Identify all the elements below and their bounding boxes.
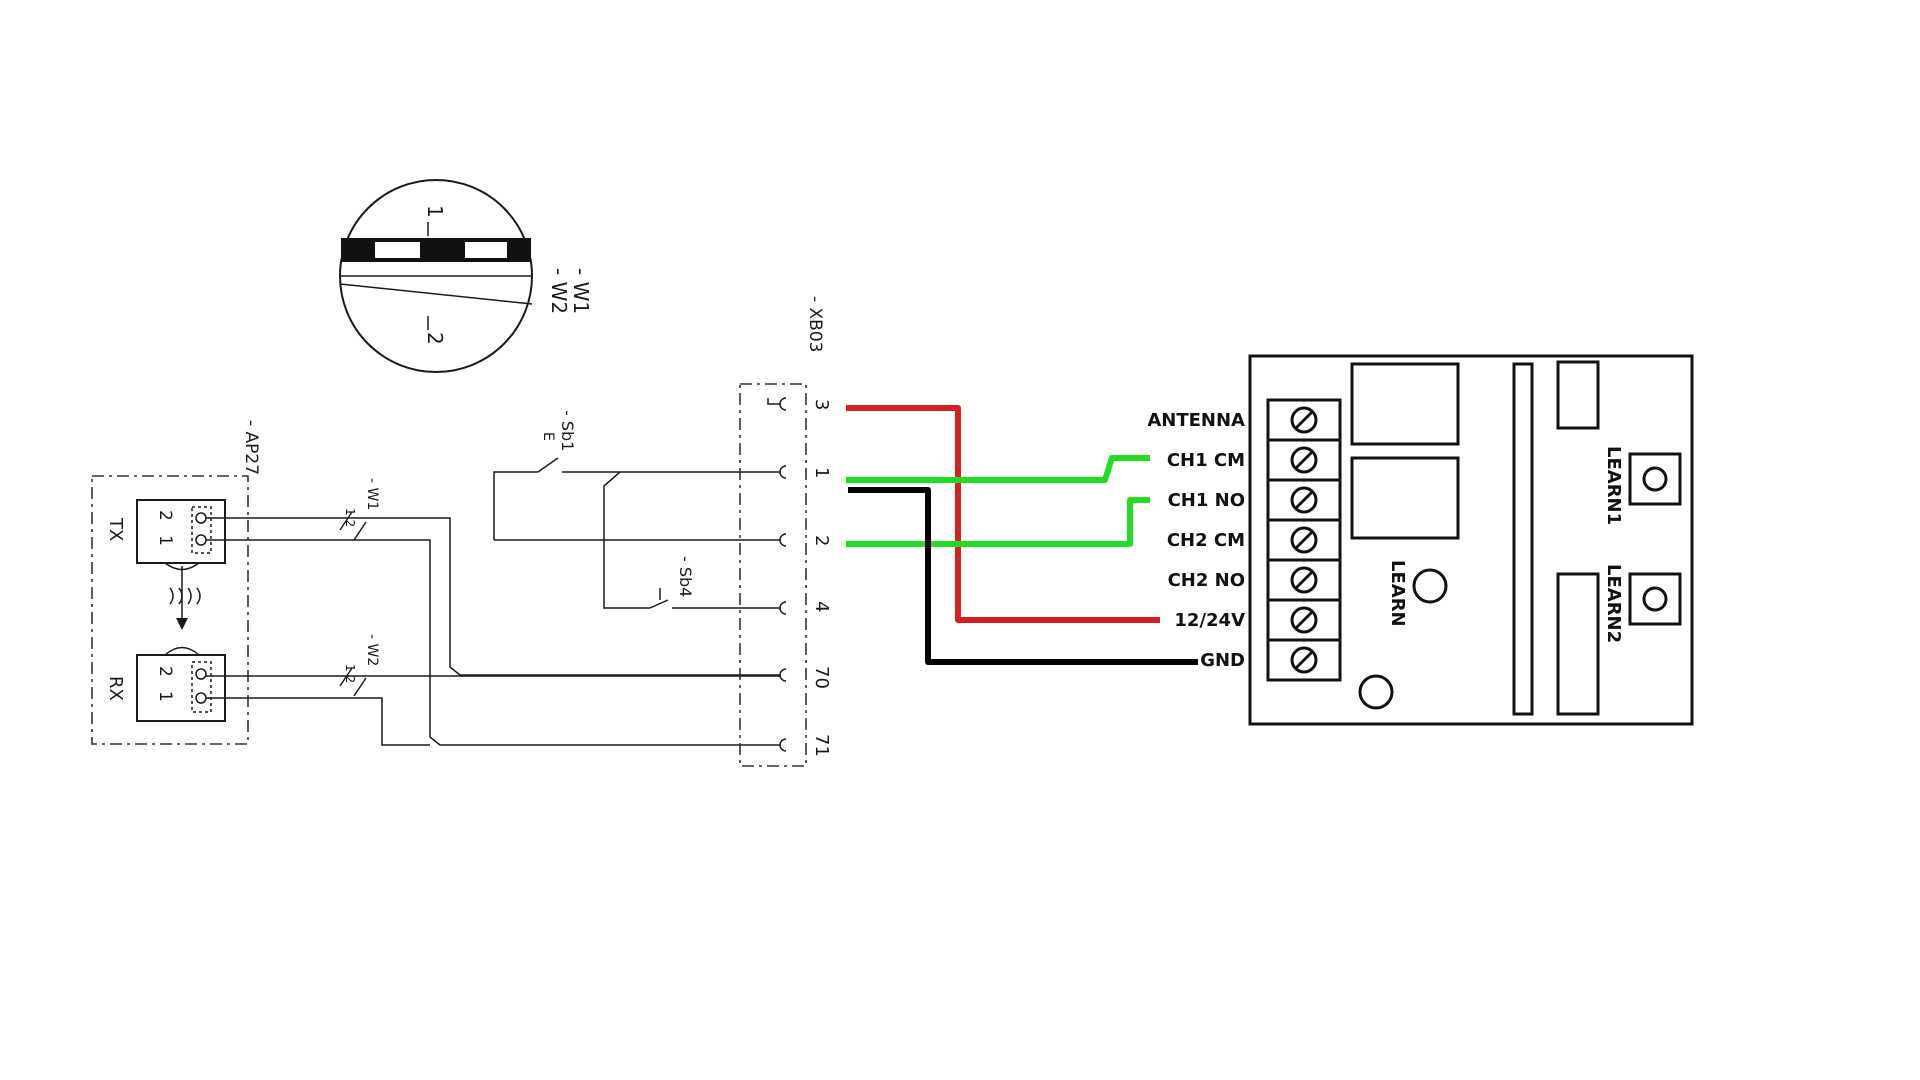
w1-cable-marker: - W1 1 2 xyxy=(339,478,380,541)
terminal-label-ch2-cm: CH2 CM xyxy=(1167,530,1245,551)
screw-terminal-icon xyxy=(1290,406,1318,434)
learn2-label: LEARN2 xyxy=(1603,564,1624,643)
terminal-label-gnd: GND xyxy=(1200,650,1245,671)
xb03-enclosure xyxy=(739,383,807,767)
learn2-button-housing xyxy=(1628,572,1682,626)
tx-label: TX xyxy=(105,517,126,541)
ap27-photocell-group: - AP27 2 1 TX 2 xyxy=(91,420,380,745)
conductor-2-label: 2 xyxy=(423,332,447,345)
field-wires xyxy=(846,405,1198,665)
screw-terminal-icon xyxy=(1290,446,1318,474)
learn-label: LEARN xyxy=(1387,560,1408,627)
screw-terminal-icon xyxy=(1290,606,1318,634)
xb03-terminal-70: 70 xyxy=(779,666,832,689)
learn1-button[interactable] xyxy=(1642,466,1668,492)
rx-label: RX xyxy=(105,676,126,701)
wire-rx1 xyxy=(206,697,430,746)
xb03-terminal-block: - XB03 3 1 2 4 70 71 xyxy=(739,296,832,767)
terminal-label-ch1-no: CH1 NO xyxy=(1168,490,1245,511)
sb1-contact xyxy=(537,457,559,473)
xb03-terminal-71-label: 71 xyxy=(811,734,832,757)
w2-wire-numbers: 1 2 xyxy=(343,664,357,683)
xb03-terminal-1-label: 1 xyxy=(811,467,832,478)
learn2-button[interactable] xyxy=(1642,586,1668,612)
schematic-wiring: - Sb1 E - Sb4 xyxy=(206,398,780,746)
screw-terminal-icon xyxy=(1290,566,1318,594)
rx-pin-2-label: 2 xyxy=(155,666,175,677)
tx-terminal-2 xyxy=(195,512,207,524)
relay-2 xyxy=(1350,456,1460,540)
relay-1 xyxy=(1350,362,1460,446)
tx-pin-1-label: 1 xyxy=(155,535,175,546)
learn1-label: LEARN1 xyxy=(1603,446,1624,525)
capacitor-component xyxy=(1556,572,1600,716)
rx-terminal-2 xyxy=(195,668,207,680)
tx-terminal-1 xyxy=(195,534,207,546)
led-indicator xyxy=(1358,674,1394,710)
sb4-label: - Sb4 xyxy=(676,556,695,597)
xb03-terminal-3: 3 xyxy=(779,397,832,411)
black-ground-wire xyxy=(848,487,1198,665)
receiver-terminal-block xyxy=(1266,398,1342,682)
receiver-board: ANTENNA CH1 CM CH1 NO CH2 CM CH2 NO 12/2… xyxy=(1147,354,1694,726)
xb03-terminal-2: 2 xyxy=(779,533,832,547)
xb03-terminal-3-label: 3 xyxy=(811,399,832,410)
wire-tx1-to-71 xyxy=(206,539,780,746)
ap27-label: - AP27 xyxy=(241,420,261,475)
learn-button[interactable] xyxy=(1412,568,1448,604)
w1-marker-label: - W1 xyxy=(364,478,380,510)
rx-unit: 2 1 RX xyxy=(105,654,226,722)
header-strip xyxy=(1512,362,1534,716)
w2-cable-marker: - W2 1 2 xyxy=(339,634,380,697)
tx-unit: 2 1 TX xyxy=(105,499,226,564)
terminal-label-12-24v: 12/24V xyxy=(1174,610,1245,631)
beam-icon xyxy=(164,562,201,656)
ap27-enclosure xyxy=(91,475,249,745)
screw-terminal-icon xyxy=(1290,486,1318,514)
xb03-label: - XB03 xyxy=(805,296,825,352)
xb03-terminal-71: 71 xyxy=(779,734,832,757)
screw-terminal-icon xyxy=(1290,526,1318,554)
cable-w1-label: - W1 xyxy=(569,268,593,314)
sb1-label: - Sb1 xyxy=(558,410,577,451)
xb03-terminal-1: 1 xyxy=(779,465,832,479)
terminal-label-antenna: ANTENNA xyxy=(1147,410,1245,431)
w2-marker-label: - W2 xyxy=(364,634,380,666)
stripe-gap-2 xyxy=(465,242,507,258)
xb03-terminal-4-label: 4 xyxy=(811,601,832,612)
rx-pin-1-label: 1 xyxy=(155,691,175,702)
stripe-gap-1 xyxy=(375,242,420,258)
conductor-1-label: 1 xyxy=(423,205,447,218)
sb4-contact xyxy=(649,599,669,609)
red-power-wire xyxy=(846,405,1160,623)
green-wire-ch1-no xyxy=(846,497,1150,547)
xb03-terminal-70-label: 70 xyxy=(811,666,832,689)
screw-terminal-icon xyxy=(1290,646,1318,674)
cable-cross-section: 1 2 - W1 - W2 xyxy=(339,179,593,373)
cable-w2-label: - W2 xyxy=(547,268,571,314)
green-wire-ch1-cm xyxy=(846,455,1150,483)
tx-pin-2-label: 2 xyxy=(155,510,175,521)
xb03-terminal-2-label: 2 xyxy=(811,535,832,546)
wire-tx2-to-70 xyxy=(206,517,780,676)
rx-terminal-1 xyxy=(195,692,207,704)
terminal-label-ch2-no: CH2 NO xyxy=(1168,570,1245,591)
chip-component xyxy=(1556,360,1600,430)
terminal-label-ch1-cm: CH1 CM xyxy=(1167,450,1245,471)
sb1-sub-label: E xyxy=(540,432,556,441)
xb03-terminal-4: 4 xyxy=(779,601,832,615)
